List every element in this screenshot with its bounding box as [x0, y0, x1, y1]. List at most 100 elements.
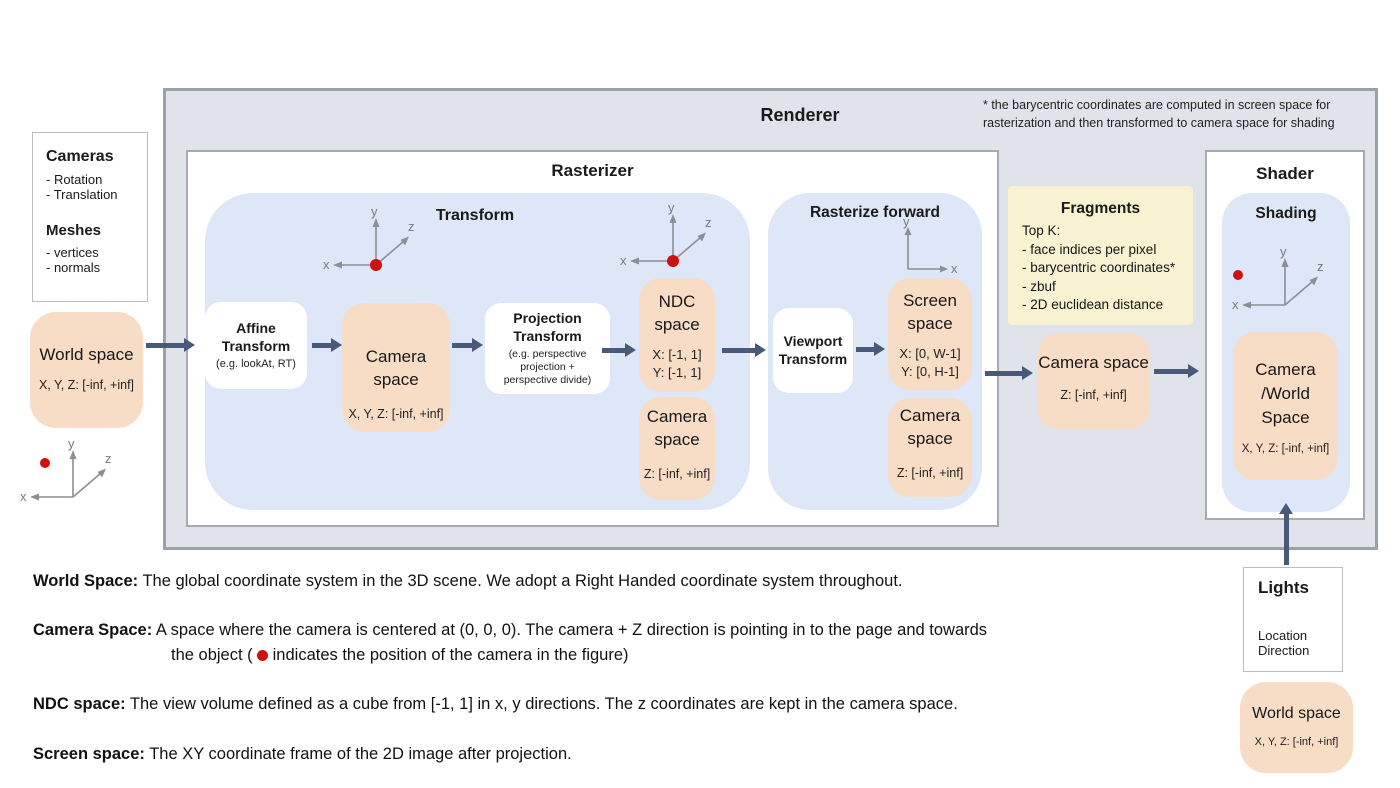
rasterizer-title: Rasterizer [551, 161, 634, 180]
definition-term: Screen space: [33, 745, 145, 763]
definition-term: NDC space: [33, 695, 126, 713]
axis-y-label: y [68, 437, 75, 451]
shading-title: Shading [1255, 205, 1317, 222]
definition-screen-space: Screen space: The XY coordinate frame of… [33, 745, 572, 764]
projection-title-line2: Transform [513, 327, 582, 344]
axes-3d-world-icon: y x z [323, 205, 415, 272]
camera-space-3-range: Z: [-inf, +inf] [896, 466, 964, 480]
screen-title-line1: Screen [903, 291, 957, 310]
axis-z-label: z [705, 215, 712, 230]
definition-text: The XY coordinate frame of the 2D image … [149, 745, 572, 763]
camera-dot-icon [256, 650, 268, 661]
camera-space-box-2: Camera space Z: [-inf, +inf] [639, 397, 715, 500]
note-line2: rasterization and then transformed to ca… [983, 115, 1335, 130]
viewport-transform-box: Viewport Transform [773, 308, 853, 393]
ndc-space-box: NDC space X: [-1, 1] Y: [-1, 1] [639, 278, 715, 392]
screen-space-box: Screen space X: [0, W-1] Y: [0, H-1] [888, 278, 972, 390]
camera-world-line3: Space [1261, 408, 1310, 427]
camera-space-1-title: Camera space [365, 347, 427, 389]
fragments-intro: Top K: [1022, 223, 1061, 238]
axis-z-label: z [1317, 259, 1324, 274]
definition-term: Camera Space: [33, 621, 153, 639]
screen-title-line2: space [907, 314, 953, 333]
world-space-input-box: World space X, Y, Z: [-inf, +inf] [30, 312, 143, 428]
viewport-title-line1: Viewport [783, 333, 843, 349]
definition-text: The view volume defined as a cube from [… [129, 695, 958, 713]
camera-position-dot [1233, 270, 1243, 280]
cameras-meshes-box: Cameras - Rotation - Translation Meshes … [32, 132, 148, 302]
projection-note-line3: perspective divide) [503, 374, 592, 386]
lights-item: Direction [1258, 643, 1310, 658]
axis-z-label: z [408, 219, 415, 234]
camera-space-box-3: Camera space Z: [-inf, +inf] [888, 398, 972, 497]
flow-arrow-cameraspace-to-shader [1154, 364, 1199, 378]
affine-transform-box: Affine Transform (e.g. lookAt, RT) [205, 302, 307, 389]
projection-title-line1: Projection [513, 310, 582, 326]
flow-arrow-rasterizer-to-cameraspace [985, 366, 1033, 380]
definition-term: World Space: [33, 572, 139, 590]
lights-title: Lights [1258, 578, 1309, 597]
lights-box: Lights Location Direction [1243, 567, 1343, 672]
definition-text: The global coordinate system in the 3D s… [142, 572, 903, 590]
rasterize-forward-title: Rasterize forward [809, 204, 941, 221]
screen-range-y: Y: [0, H-1] [901, 364, 959, 379]
axis-x-label: x [20, 489, 27, 504]
fragments-item: - zbuf [1022, 278, 1056, 294]
affine-title-line1: Affine [236, 320, 276, 336]
axes-3d-ndc-icon: y x z [620, 201, 712, 268]
camera-world-line1: Camera [1255, 360, 1316, 379]
fragments-item: - 2D euclidean distance [1022, 297, 1164, 312]
camera-world-space-box: Camera /World Space X, Y, Z: [-inf, +inf… [1233, 332, 1338, 480]
axes-2d-screen-icon: y x [903, 217, 958, 276]
definition-ndc-space: NDC space: The view volume defined as a … [33, 695, 958, 714]
fragments-box: Fragments Top K: - face indices per pixe… [1008, 186, 1193, 325]
fragments-item: - face indices per pixel [1022, 241, 1157, 257]
flow-arrow-ndc-to-viewport [722, 343, 766, 357]
camera-position-dot [40, 458, 50, 468]
axis-z-label: z [105, 451, 112, 466]
note-line1: * the barycentric coordinates are comput… [983, 98, 1331, 112]
meshes-title: Meshes [46, 222, 102, 239]
ndc-title-line1: NDC [658, 292, 696, 311]
projection-transform-box: Projection Transform (e.g. perspective p… [485, 303, 610, 394]
world-space-lights-title: World space [1252, 705, 1341, 722]
axes-3d-shading-icon: y x z [1232, 245, 1324, 312]
ndc-title-line2: space [654, 315, 700, 334]
world-space-lights-box: World space X, Y, Z: [-inf, +inf] [1240, 682, 1353, 773]
camera-space-box-4: Camera space Z: [-inf, +inf] [1037, 333, 1150, 429]
definition-camera-space: Camera Space: A space where the camera i… [33, 621, 987, 640]
definition-text: A space where the camera is centered at … [155, 621, 988, 639]
meshes-item: - normals [46, 260, 101, 275]
world-space-input-range: X, Y, Z: [-inf, +inf] [38, 378, 135, 392]
projection-note-line2: projection + [520, 361, 575, 373]
lights-item: Location [1258, 628, 1308, 643]
shader-title: Shader [1256, 164, 1314, 183]
flow-arrow-cameraspace-to-projection [452, 338, 483, 352]
barycentric-note: * the barycentric coordinates are comput… [983, 97, 1363, 132]
camera-world-range: X, Y, Z: [-inf, +inf] [1241, 443, 1330, 455]
screen-range-x: X: [0, W-1] [899, 346, 961, 361]
flow-arrow-world-to-rasterizer [146, 338, 195, 352]
camera-world-line2: /World [1261, 384, 1310, 403]
flow-arrow-affine-to-cameraspace [312, 338, 342, 352]
camera-space-box-1: Camera space X, Y, Z: [-inf, +inf] [342, 303, 450, 432]
renderer-title: Renderer [760, 105, 840, 125]
ndc-range-y: Y: [-1, 1] [652, 365, 702, 380]
camera-space-2-line2: space [654, 430, 700, 449]
axis-x-label: x [620, 253, 627, 268]
definition-camera-space-line2: the object (indicates the position of th… [171, 646, 629, 665]
flow-arrow-viewport-to-screen [856, 342, 885, 356]
definition-world-space: World Space: The global coordinate syste… [33, 572, 903, 591]
axis-y-label: y [371, 205, 378, 219]
affine-title-line2: Transform [221, 337, 291, 354]
axis-x-label: x [323, 257, 330, 272]
camera-space-4-range: Z: [-inf, +inf] [1060, 388, 1127, 402]
flow-arrow-projection-to-ndc [602, 343, 636, 357]
camera-space-2-range: Z: [-inf, +inf] [643, 467, 711, 481]
axis-x-label: x [951, 261, 958, 276]
axis-y-label: y [1280, 245, 1287, 259]
definition-text: indicates the position of the camera in … [272, 646, 629, 664]
flow-arrow-lights-to-shader [1279, 503, 1293, 565]
fragments-item: - barycentric coordinates* [1022, 260, 1176, 275]
